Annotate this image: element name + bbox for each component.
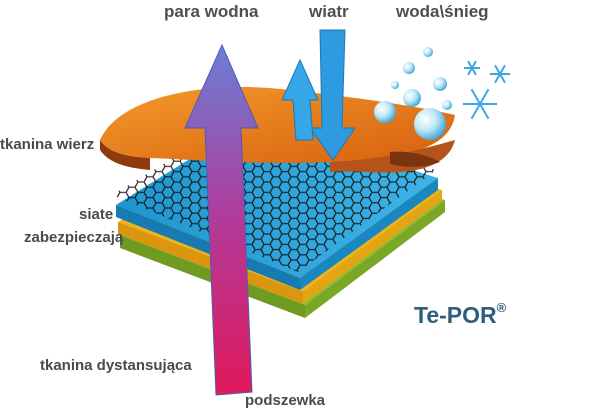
label-outer-fabric: tkanina wierz	[0, 136, 95, 153]
label-water-snow: woda\śnieg	[396, 2, 489, 21]
label-mesh-line1: siate	[79, 206, 114, 223]
brand-mark: ®	[496, 300, 507, 315]
brand-name: Te-POR	[414, 302, 497, 328]
brand-logo: Te-POR®	[414, 300, 507, 329]
vapor-up-arrow-icon	[184, 43, 259, 396]
outer-fabric-layer	[100, 87, 455, 173]
label-wind: wiatr	[309, 2, 349, 21]
label-spacer-fabric: tkanina dystansująca	[40, 357, 192, 374]
label-lining: podszewka	[245, 392, 326, 409]
label-vapor: para wodna	[164, 2, 259, 21]
snowflake-icon	[463, 60, 510, 120]
wind-down-arrow-icon	[281, 29, 356, 161]
label-mesh-line2: zabezpieczają	[24, 229, 124, 246]
water-drop-icon	[374, 47, 452, 140]
